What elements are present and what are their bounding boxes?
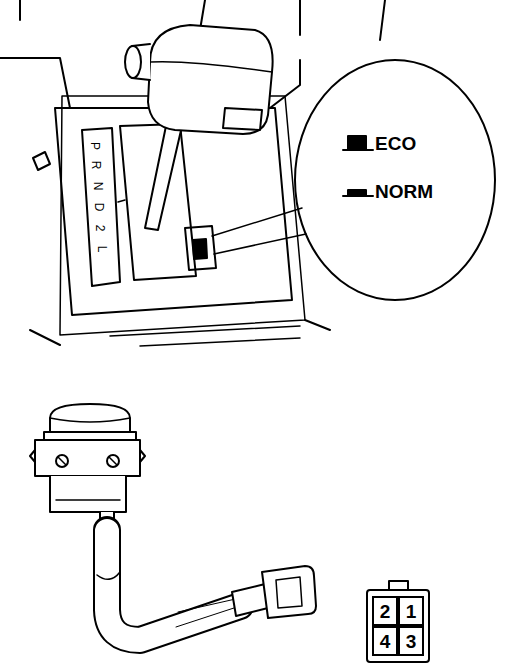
mode-label: NORM	[375, 182, 433, 201]
switch-body	[35, 440, 140, 476]
gear-position: D	[93, 203, 105, 212]
switch-knob	[193, 239, 207, 259]
pin-number: 3	[406, 632, 417, 651]
pin-cell-rect	[373, 627, 397, 655]
knob-button	[223, 108, 262, 130]
gear-position: N	[92, 182, 104, 191]
screw	[33, 152, 50, 170]
connector-pin-cell: 3	[398, 626, 424, 656]
switch-housing	[50, 476, 126, 512]
cable	[107, 530, 240, 640]
bubble-ellipse	[295, 60, 495, 300]
shift-lever	[145, 126, 182, 230]
switch-icon-norm	[348, 190, 366, 195]
plug-neck	[232, 584, 268, 616]
connector-latch	[276, 577, 302, 608]
console-plate	[55, 108, 292, 315]
pin-number: 1	[406, 602, 417, 621]
switch-body	[44, 432, 136, 440]
gear-position: R	[90, 161, 102, 170]
switch-icon-eco	[343, 136, 373, 150]
cable-cut	[97, 572, 120, 579]
pin-number: 4	[380, 632, 391, 651]
bubble-outline	[293, 58, 497, 302]
switch-bezel	[185, 226, 216, 270]
indicator-window	[82, 128, 120, 286]
console-trim	[60, 96, 305, 335]
connector-plug	[262, 566, 316, 618]
gear-position: 2	[94, 225, 106, 232]
screw-slot	[58, 457, 117, 465]
cable	[107, 531, 240, 640]
gear-position: L	[96, 246, 108, 253]
console-frame	[30, 320, 330, 345]
leader-line	[212, 208, 306, 254]
pin-cell-rect	[399, 627, 423, 655]
switch-clip	[30, 450, 145, 462]
console-frame	[110, 326, 300, 346]
pin-cell-rect	[399, 597, 423, 625]
lever-slot	[120, 124, 196, 280]
switch-cap	[50, 404, 130, 432]
shift-knob-edge	[150, 62, 272, 72]
callout-bubble: ECO NORM	[293, 58, 497, 302]
wire	[176, 598, 240, 627]
connector-pin-cell: 2	[372, 596, 398, 626]
switch-cap-edge	[50, 418, 130, 422]
connector-shell	[367, 590, 429, 662]
switch-icon-eco	[349, 137, 365, 149]
connector-pin-cell: 4	[372, 626, 398, 656]
switch-housing	[56, 499, 120, 501]
shift-knob	[148, 25, 273, 134]
gear-position: P	[89, 142, 101, 150]
pin-number: 2	[380, 602, 391, 621]
pin-cell-rect	[373, 597, 397, 625]
connector-pin-cell: 1	[398, 596, 424, 626]
mode-label: ECO	[375, 134, 416, 153]
detent-mark	[118, 200, 125, 202]
overdrive-button-face	[125, 46, 141, 78]
